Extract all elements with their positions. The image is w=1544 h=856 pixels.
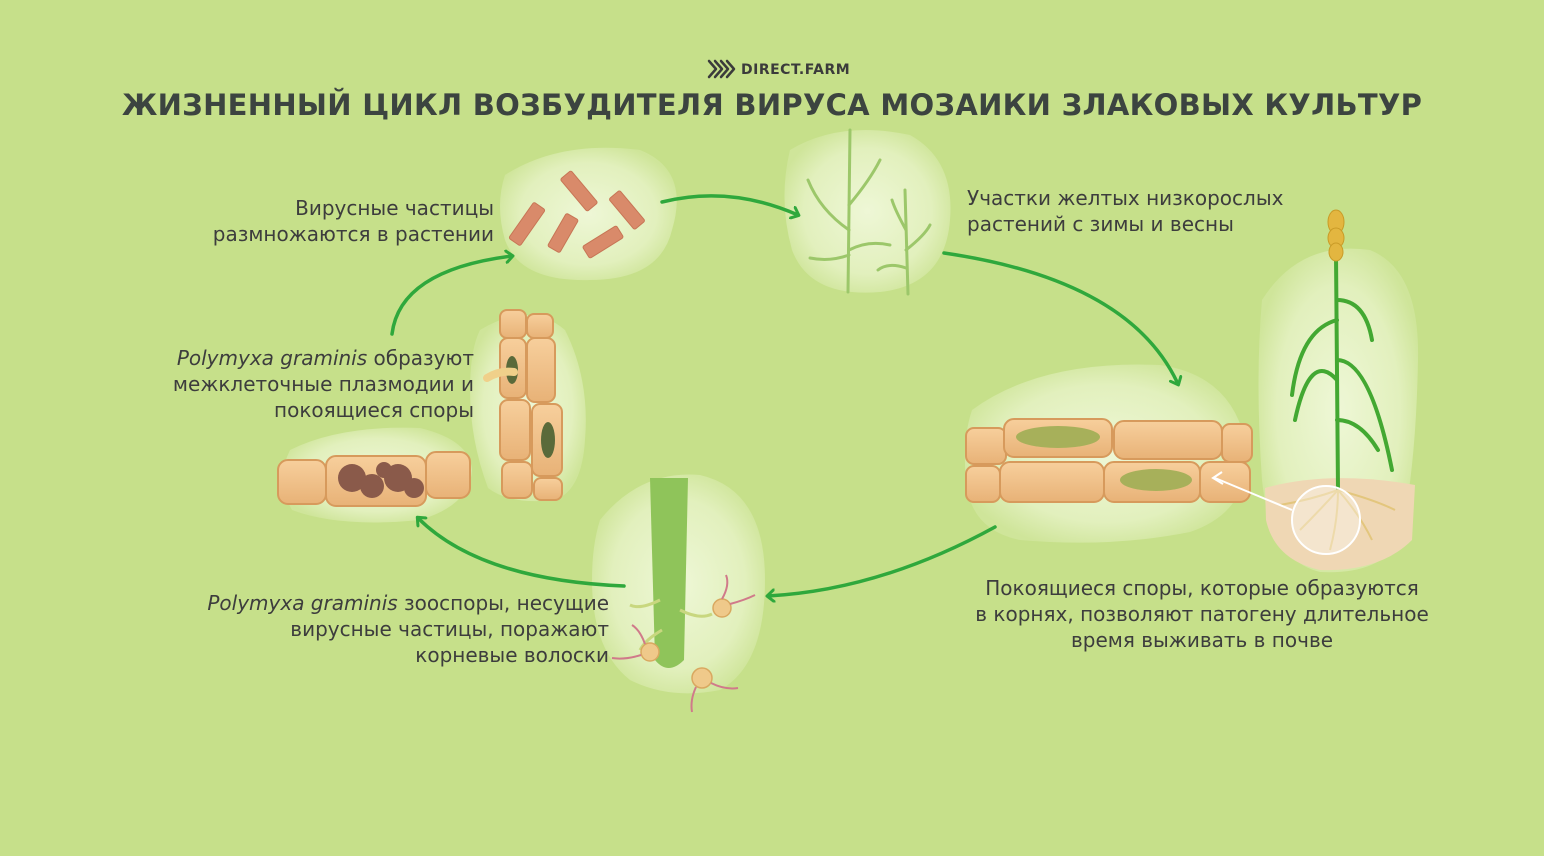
species-name: Polymyxa graminis [207, 591, 398, 615]
root-hair-zoospores-illustration [592, 474, 765, 713]
virus-particles-illustration [500, 147, 677, 281]
caption-yellow-plants: Участки желтых низкорослых растений с зи… [967, 186, 1284, 236]
stunted-plants-illustration [784, 128, 951, 296]
caption-resting-spores: Покоящиеся споры, которые образуются в к… [975, 576, 1429, 652]
caption-virus-multiply: Вирусные частицы размножаются в растении [212, 196, 494, 246]
page-title: ЖИЗНЕННЫЙ ЦИКЛ ВОЗБУДИТЕЛЯ ВИРУСА МОЗАИК… [121, 88, 1423, 122]
arrow-plasmodia-to-virus [390, 256, 512, 336]
arrow-virus-to-plants [660, 194, 798, 215]
arrow-plants-to-roots [942, 251, 1178, 384]
plasmodia-cells-illustration [277, 309, 586, 523]
arrow-zoospores-to-plasmodia [418, 518, 626, 588]
wheat-plant-illustration [1258, 209, 1419, 573]
caption-plasmodia: Polymyxa graminis образуют межклеточные … [172, 346, 474, 422]
brand-logo: DIRECT.FARM [741, 56, 850, 84]
species-name: Polymyxa graminis [176, 346, 368, 370]
brand-name: DIRECT.FARM [741, 62, 851, 78]
chevron-stripes-icon [707, 59, 736, 79]
arrow-roots-to-zoospores [768, 525, 997, 596]
root-cells-illustration [964, 364, 1293, 543]
cycle-arrows [390, 194, 1178, 596]
caption-zoospores: Polymyxa graminis зооспоры, несущие виру… [207, 591, 609, 667]
